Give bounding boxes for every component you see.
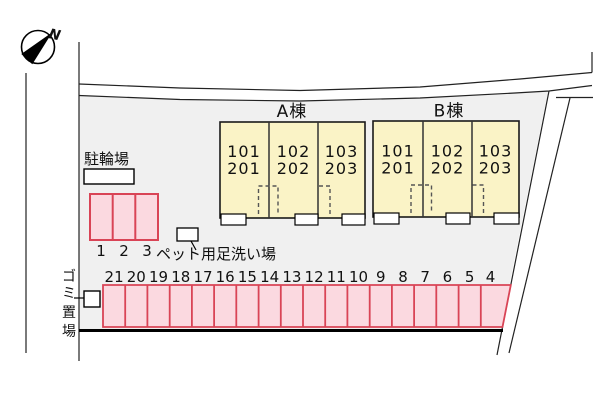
stall-number: 1 <box>96 242 106 260</box>
pet-wash-station: ペット用足洗い場 <box>156 227 276 263</box>
stall-number: 21 <box>105 268 124 286</box>
building-b-unit3-upper: 103 <box>479 142 513 161</box>
stall-number: 11 <box>327 268 346 286</box>
building-b-title: B棟 <box>434 102 465 122</box>
building-b-unit3-lower: 203 <box>479 159 513 178</box>
bicycle-parking-label: 駐輪場 <box>84 150 129 168</box>
stair-marks-a <box>257 185 331 214</box>
parking-stalls-1-3: 1 2 3 <box>89 193 159 260</box>
pet-wash-basin <box>176 227 199 242</box>
garbage-label-char: ゴ <box>62 268 76 285</box>
stall-number: 14 <box>260 268 279 286</box>
north-compass-icon: N <box>20 26 62 65</box>
stall-number: 18 <box>171 268 190 286</box>
stall-number: 19 <box>149 268 168 286</box>
stall-number: 4 <box>486 268 496 286</box>
parking-row-dividers <box>124 285 482 327</box>
stall-number: 7 <box>420 268 430 286</box>
building-a-unit1-lower: 201 <box>227 159 261 178</box>
stall-number: 13 <box>282 268 301 286</box>
stall-number: 5 <box>465 268 475 286</box>
building-a-unit3-upper: 103 <box>325 142 359 161</box>
bicycle-parking: 駐輪場 <box>83 150 135 185</box>
building-a-unit3-lower: 203 <box>325 159 359 178</box>
building-a-unit2-upper: 102 <box>277 142 311 161</box>
garbage-box <box>83 290 101 308</box>
stall-number: 2 <box>119 242 129 260</box>
entry-porches-a <box>220 213 366 226</box>
stair-marks-b <box>410 184 485 213</box>
pet-wash-label: ペット用足洗い場 <box>156 245 276 263</box>
building-a-unit1-upper: 101 <box>227 142 261 161</box>
stall-number: 6 <box>443 268 453 286</box>
stall-number: 17 <box>193 268 212 286</box>
garbage-area: ゴ ミ 置 場 <box>62 268 101 340</box>
stall-number: 9 <box>376 268 386 286</box>
compass-n-label: N <box>47 26 62 44</box>
building-b-unit1-lower: 201 <box>381 159 415 178</box>
side-road-east-edge <box>508 97 571 354</box>
bicycle-parking-shed <box>83 168 135 185</box>
building-b: B棟 101 201 102 202 103 203 <box>372 102 520 225</box>
building-b-unit1-upper: 101 <box>381 142 415 161</box>
garbage-label-char: ミ <box>62 286 76 302</box>
stall-number: 16 <box>216 268 235 286</box>
garbage-label-char: 置 <box>62 305 76 321</box>
parking-row-outline <box>102 284 512 328</box>
building-b-unit2-lower: 202 <box>431 159 465 178</box>
building-a-title: A棟 <box>277 102 308 122</box>
building-b-unit2-upper: 102 <box>431 142 465 161</box>
stall-number: 15 <box>238 268 257 286</box>
building-a-unit2-lower: 202 <box>277 159 311 178</box>
stall-number: 3 <box>142 242 152 260</box>
entry-porches-b <box>373 212 520 225</box>
parking-row-numbers: 21 20 19 18 17 16 15 14 13 12 11 10 9 8 … <box>105 268 496 286</box>
stall-number: 10 <box>349 268 368 286</box>
stall-number: 20 <box>127 268 146 286</box>
stall-number: 8 <box>398 268 408 286</box>
stall-number: 12 <box>305 268 324 286</box>
pet-wash-leader-line <box>190 240 197 251</box>
parking-row: 21 20 19 18 17 16 15 14 13 12 11 10 9 8 … <box>102 268 512 328</box>
road-upper-edge <box>78 71 593 92</box>
garbage-label-char: 場 <box>62 324 76 340</box>
building-a: A棟 101 201 102 202 103 203 <box>219 102 366 226</box>
